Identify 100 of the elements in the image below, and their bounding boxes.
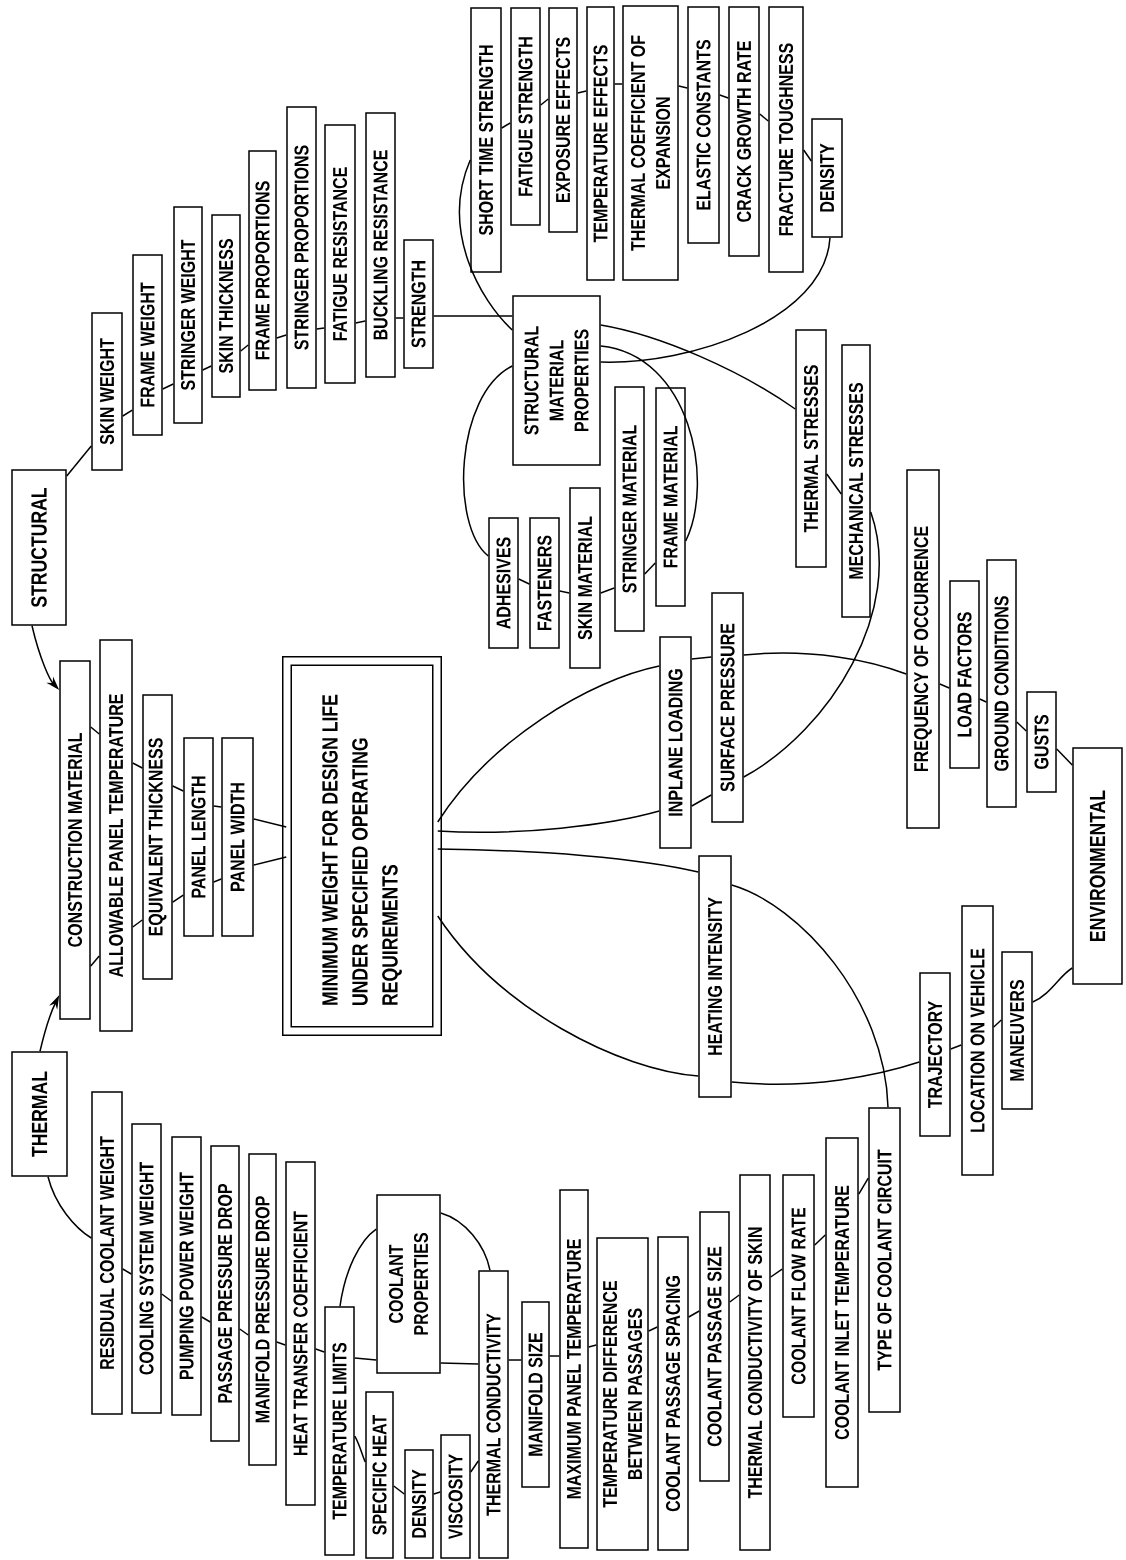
connector-line <box>501 122 511 129</box>
label-box: MANEUVERS <box>1001 951 1033 1110</box>
label-box: ELASTIC CONSTANTS <box>687 6 720 244</box>
connector-line <box>240 344 249 352</box>
connector-line <box>162 383 174 390</box>
connector-line <box>600 324 796 410</box>
label-box: SKIN WEIGHT <box>91 312 123 471</box>
connector-line <box>458 159 513 331</box>
label-box: COOLANT PASSAGE SIZE <box>699 1211 730 1482</box>
label-box: FREQUENCY OF OCCURRENCE <box>906 469 940 829</box>
label-box: COOLANT PASSAGE SPACING <box>657 1236 689 1551</box>
connector-line <box>1056 748 1073 766</box>
connector-line <box>719 94 729 99</box>
label-box: ADHESIVES <box>488 517 519 649</box>
connector-line <box>202 365 212 371</box>
connector-line <box>276 1341 286 1346</box>
label-box: TEMPERATURE EFFECTS <box>586 6 615 281</box>
label-box: COOLANT INLET TEMPERATURE <box>825 1137 859 1488</box>
connector-line <box>743 652 907 675</box>
label-box: MAXIMUM PANEL TEMPERATURE <box>559 1189 589 1549</box>
label-box: STRINGER WEIGHT <box>173 206 203 424</box>
connector-line <box>66 445 92 477</box>
connector-line <box>731 1061 920 1085</box>
connector-line <box>90 726 100 735</box>
connector-line <box>354 1435 366 1463</box>
connector-line <box>315 1348 325 1353</box>
label-box: LOCATION ON VEHICLE <box>961 905 994 1176</box>
label-box: PASSAGE PRESSURE DROP <box>210 1145 240 1442</box>
connector-line <box>648 1326 658 1332</box>
goal-box: MINIMUM WEIGHT FOR DESIGN LIFE UNDER SPECIFIED OPERATING REQUIREMENTS <box>282 656 442 1036</box>
connector-line <box>433 1491 441 1495</box>
label-box: THERMAL CONDUCTIVITY OF SKIN <box>739 1174 771 1551</box>
connector-line <box>172 894 184 903</box>
label-box: FRACTURE TOUGHNESS <box>768 6 804 273</box>
label-box: EXPOSURE EFFECTS <box>548 7 578 233</box>
connector-line <box>122 1268 132 1275</box>
category-box: STRUCTURAL <box>11 469 67 626</box>
connector-line <box>731 884 889 1108</box>
label-box: SKIN MATERIAL <box>569 487 601 669</box>
connector-line <box>614 83 623 85</box>
connector-line <box>239 1328 249 1336</box>
label-box: SHORT TIME STRENGTH <box>470 7 502 273</box>
label-box: PANEL LENGTH <box>183 737 214 937</box>
connector-line <box>355 320 366 324</box>
connector-line <box>339 1228 377 1307</box>
connector-line <box>743 511 880 778</box>
connector-line <box>600 237 831 363</box>
connector-line <box>508 1359 522 1361</box>
label-box: CRACK GROWTH RATE <box>728 6 760 257</box>
label-box: VISCOSITY <box>440 1434 471 1559</box>
label-box: COOLANT PROPERTIES <box>376 1194 441 1374</box>
label-box: THERMAL STRESSES <box>795 329 827 568</box>
connector-line <box>803 149 812 162</box>
connector-line <box>600 345 699 542</box>
connector-line <box>979 698 987 703</box>
connector-line <box>437 810 660 833</box>
connector-line <box>276 334 287 339</box>
label-box: MANIFOLD PRESSURE DROP <box>248 1153 277 1466</box>
label-box: DENSITY <box>811 118 843 238</box>
connector-line <box>993 1019 1002 1028</box>
label-box: COOLANT FLOW RATE <box>782 1174 815 1418</box>
label-box: MANIFOLD SIZE <box>521 1301 550 1488</box>
label-box: RESIDUAL COOLANT WEIGHT <box>91 1091 123 1415</box>
label-box: STRINGER MATERIAL <box>614 386 645 632</box>
connector-line <box>770 1268 783 1278</box>
connector-line <box>132 919 143 928</box>
connector-line <box>577 90 587 94</box>
connector-line <box>691 656 712 660</box>
connector-line <box>132 762 143 769</box>
label-box: TEMPERATURE DIFFERENCE BETWEEN PASSAGES <box>596 1237 649 1551</box>
connector-line <box>678 85 688 89</box>
connector-line <box>470 1460 479 1473</box>
label-box: DENSITY <box>404 1449 434 1559</box>
label-box: GUSTS <box>1026 691 1057 793</box>
connector-line <box>588 1344 597 1348</box>
connector-line <box>437 665 660 823</box>
label-box: TEMPERATURE LIMITS <box>324 1306 355 1556</box>
connector-line <box>540 98 549 106</box>
label-box: BUCKLING RESISTANCE <box>365 112 396 378</box>
connector-line <box>939 683 950 689</box>
connector-line <box>644 562 656 575</box>
label-box: PUMPING POWER WEIGHT <box>171 1136 202 1416</box>
label-box: TYPE OF COOLANT CIRCUIT <box>868 1107 901 1413</box>
connector-line <box>213 805 222 808</box>
connector-line <box>433 315 513 317</box>
connector-line <box>549 1355 560 1357</box>
label-box: TRAJECTORY <box>919 972 951 1137</box>
connector-line <box>393 1485 405 1495</box>
label-box: MECHANICAL STRESSES <box>841 344 871 618</box>
label-box: FRAME PROPORTIONS <box>248 150 277 391</box>
connector-line <box>691 794 712 807</box>
connector-line <box>201 1316 211 1323</box>
connector-line <box>440 1362 479 1365</box>
connector-line <box>47 1176 92 1239</box>
label-box: STRENGTH <box>403 239 434 369</box>
label-box: THERMAL COEFFICIENT OF EXPANSION <box>622 5 679 281</box>
label-box: THERMAL CONDUCTIVITY <box>478 1270 509 1559</box>
connector-line <box>161 1293 172 1302</box>
label-box: FRAME WEIGHT <box>132 254 163 436</box>
label-box: CONSTRUCTION MATERIAL <box>59 660 91 1020</box>
